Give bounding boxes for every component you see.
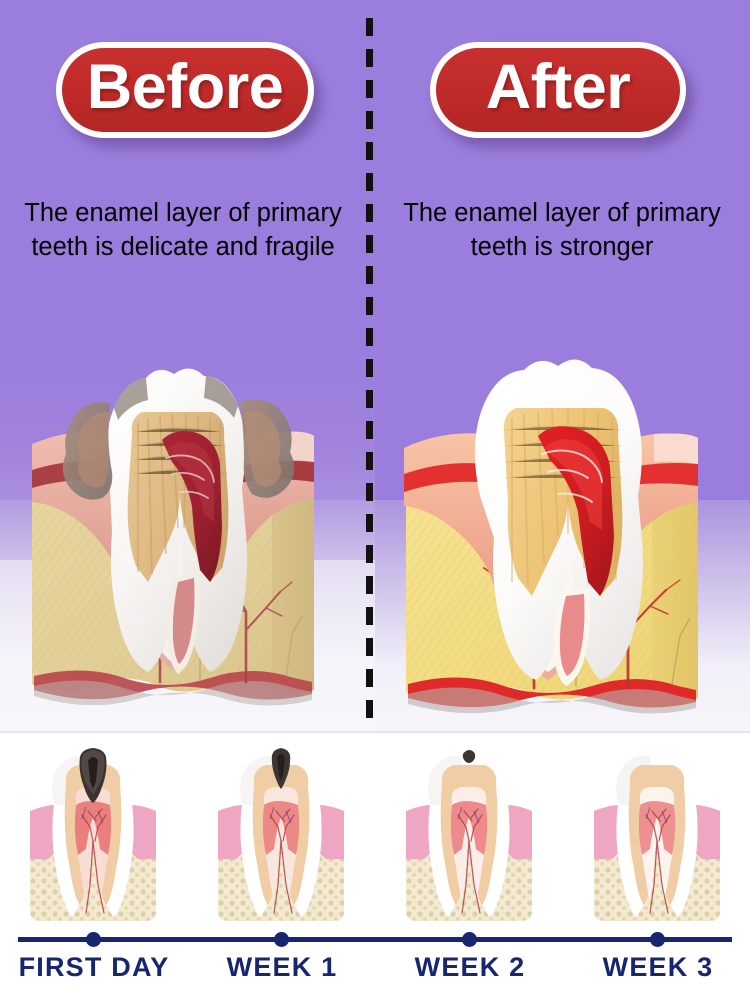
timeline-label-first-day: FIRST DAY: [18, 952, 170, 982]
timeline-tooth-week-3: [582, 745, 732, 930]
timeline-dot-week-1: [274, 932, 289, 947]
timeline-label-week-2: WEEK 2: [414, 952, 526, 982]
timeline-axis: [18, 937, 732, 942]
before-badge-label: Before: [86, 52, 284, 122]
timeline-tooth-week-2: [394, 745, 544, 930]
timeline-label-week-1: WEEK 1: [226, 952, 338, 982]
after-tooth-illustration: [392, 282, 728, 734]
timeline-dot-week-3: [650, 932, 665, 947]
timeline-tooth-first-day: [18, 745, 168, 930]
timeline-label-week-3: WEEK 3: [602, 952, 714, 982]
before-tooth-illustration: [14, 282, 346, 726]
after-badge: After: [430, 42, 686, 138]
vertical-dashed-divider: [366, 18, 373, 718]
before-caption: The enamel layer of primary teeth is del…: [24, 199, 342, 261]
timeline-dot-week-2: [462, 932, 477, 947]
timeline-dot-first-day: [86, 932, 101, 947]
strip-top-divider: [0, 731, 750, 733]
after-caption: The enamel layer of primary teeth is str…: [403, 199, 721, 261]
after-badge-label: After: [485, 52, 631, 122]
timeline-tooth-week-1: [206, 745, 356, 930]
before-badge: Before: [56, 42, 314, 138]
